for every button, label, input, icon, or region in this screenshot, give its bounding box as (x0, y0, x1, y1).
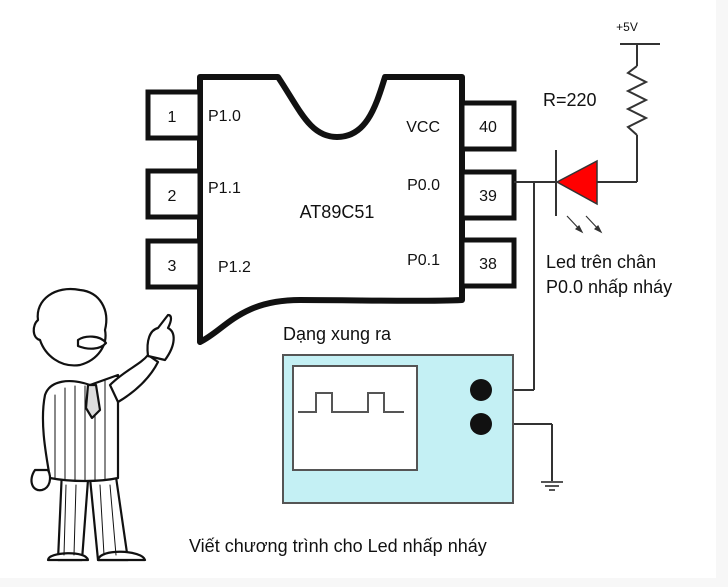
ground-icon (541, 481, 563, 491)
diagram-canvas: 1 P1.0 2 P1.1 3 P1.2 40 VCC 39 P0.0 38 P… (30, 20, 673, 562)
led-caption-line2: P0.0 nhấp nháy (546, 277, 672, 297)
oscilloscope (282, 354, 514, 504)
diagram-caption: Viết chương trình cho Led nhấp nháy (189, 536, 487, 556)
pin-number: 40 (479, 119, 497, 136)
right-pin-39: 39 P0.0 (407, 169, 517, 221)
pin-number: 38 (479, 256, 497, 273)
led-caption-line1: Led trên chân (546, 252, 656, 272)
pin-label: P0.0 (407, 177, 440, 194)
oscilloscope-screen (292, 365, 418, 471)
square-wave (298, 392, 404, 413)
oscilloscope-title: Dạng xung ra (283, 324, 392, 344)
right-pin-38: 38 P0.1 (407, 237, 517, 289)
pin-number: 1 (168, 109, 177, 126)
pin-label: P1.2 (218, 259, 251, 276)
left-pin-3: 3 P1.2 (145, 238, 251, 290)
ground-jack[interactable] (470, 413, 492, 435)
pin-label: P1.0 (208, 108, 241, 125)
chip-name: AT89C51 (300, 202, 375, 222)
resistor-label: R=220 (543, 90, 597, 110)
resistor-icon (625, 65, 649, 136)
left-pin-1: 1 P1.0 (145, 89, 241, 141)
professor-illustration (30, 287, 175, 562)
chip-body (197, 74, 465, 345)
pin-label: VCC (406, 119, 440, 136)
led-icon (555, 150, 603, 234)
left-pin-2: 2 P1.1 (145, 168, 241, 220)
pin-number: 2 (168, 188, 177, 205)
pin-label: P1.1 (208, 180, 241, 197)
pin-number: 39 (479, 188, 497, 205)
pin-label: P0.1 (407, 252, 440, 269)
pin-number: 3 (168, 258, 177, 275)
probe-input-jack[interactable] (470, 379, 492, 401)
power-label: +5V (616, 20, 638, 34)
right-pin-40: 40 VCC (406, 100, 517, 152)
light-emission-arrows (566, 215, 603, 234)
